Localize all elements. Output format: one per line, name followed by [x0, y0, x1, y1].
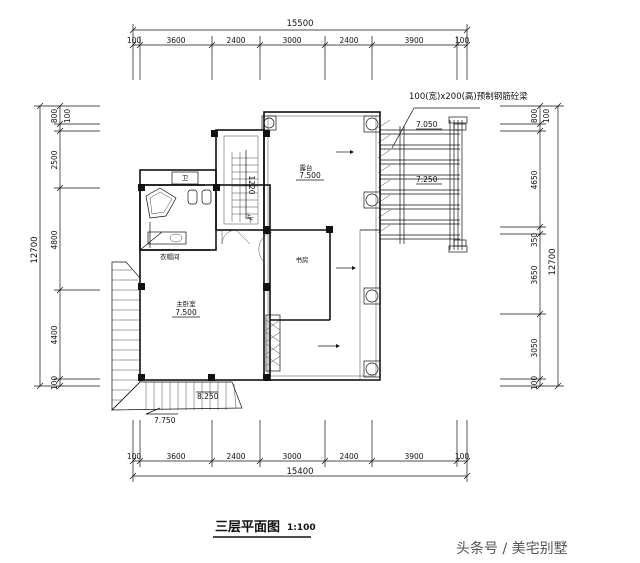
- left-dim: 100: [50, 376, 59, 391]
- top-dim: 2400: [226, 36, 245, 45]
- wardrobe: [265, 314, 281, 372]
- bottom-dim: 3600: [166, 452, 185, 461]
- structural-columns: [138, 130, 333, 381]
- stair-steps-label: 1220: [247, 175, 256, 194]
- watermark: 头条号 / 美宅别墅: [456, 540, 568, 557]
- top-dim: 3000: [282, 36, 301, 45]
- scale-text: 1:100: [287, 523, 316, 533]
- stair-down-label: 下: [247, 216, 254, 224]
- bottom-level-label: 8.250: [197, 392, 219, 401]
- top-dimension-chain: 15500 100 3600 2400 3000 2400 3900 100: [127, 19, 471, 80]
- left-dim: 100: [63, 109, 72, 124]
- pergola-level-1: 7.050: [416, 120, 438, 129]
- beam-note: 100(宽)x200(高)预制钢筋砼梁: [409, 91, 528, 102]
- right-dim: 4650: [530, 170, 539, 189]
- right-dimension-chain: 800 100 4650 350 3650 3050 100 12700: [500, 102, 564, 391]
- right-dim: 100: [542, 109, 551, 124]
- study-label: 书房: [296, 255, 309, 264]
- left-dim: 2500: [50, 150, 59, 169]
- left-total-dim: 12700: [30, 236, 40, 263]
- top-dim: 3600: [166, 36, 185, 45]
- drawing-title: 三层平面图 1:100: [213, 520, 316, 538]
- bottom-dim: 100: [455, 452, 470, 461]
- bottom-dim: 100: [127, 452, 142, 461]
- bottom-dimension-chain: 100 3600 2400 3000 2400 3900 100 15400: [127, 420, 471, 482]
- bottom-dim: 3900: [404, 452, 423, 461]
- top-dim: 100: [127, 36, 142, 45]
- right-dim: 3650: [530, 265, 539, 284]
- right-total-dim: 12700: [548, 248, 558, 275]
- roof-eaves: 7.750 8.250: [111, 261, 243, 425]
- round-columns: [261, 115, 381, 378]
- right-dim: 100: [530, 376, 539, 391]
- master-bedroom-label: 主卧室: [176, 299, 196, 308]
- right-dim: 800: [530, 109, 539, 124]
- bottom-dim: 3000: [282, 452, 301, 461]
- left-dimension-chain: 12700 800 100 2500 4800 4400 100: [30, 102, 100, 391]
- top-dim: 3900: [404, 36, 423, 45]
- pergola: 7.050 7.250: [377, 107, 480, 253]
- bathroom-closet: 卫 衣帽间: [139, 169, 217, 261]
- top-total-dim: 15500: [286, 19, 313, 29]
- master-bedroom-level: 7.500: [175, 308, 197, 317]
- right-dim: 3050: [530, 338, 539, 357]
- bottom-total-dim: 15400: [286, 467, 313, 477]
- top-dim: 100: [455, 36, 470, 45]
- left-dim: 4800: [50, 230, 59, 249]
- staircase: 1220 上 下: [231, 150, 258, 224]
- terrace-label: 露台: [300, 163, 313, 172]
- bottom-dim: 2400: [339, 452, 358, 461]
- pergola-level-2: 7.250: [416, 175, 438, 184]
- terrace-level: 7.500: [299, 171, 321, 180]
- bath-label: 卫: [182, 174, 189, 182]
- low-level-label: 7.750: [154, 416, 176, 425]
- top-dim: 2400: [339, 36, 358, 45]
- title-text: 三层平面图: [215, 520, 280, 535]
- slope-arrows: [318, 150, 356, 348]
- bottom-dim: 2400: [226, 452, 245, 461]
- stair-up-label: 上: [245, 211, 252, 220]
- left-dim: 800: [50, 109, 59, 124]
- left-dim: 4400: [50, 325, 59, 344]
- closet-label: 衣帽间: [160, 252, 180, 261]
- right-dim: 350: [530, 233, 539, 248]
